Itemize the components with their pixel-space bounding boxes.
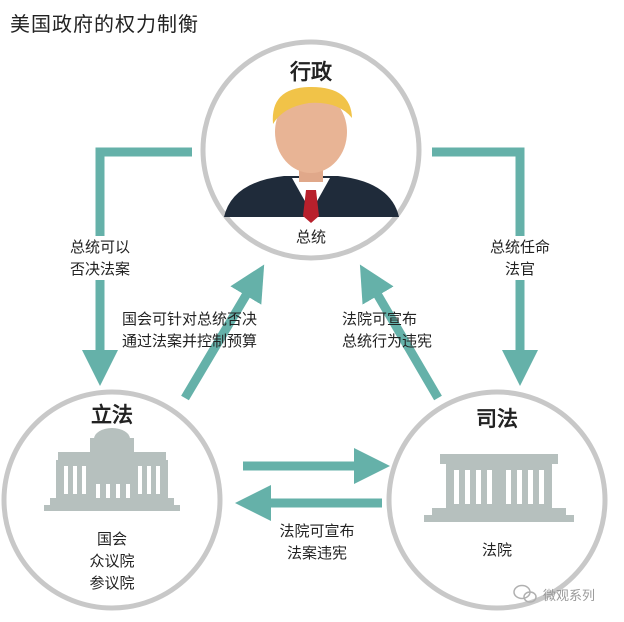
arrow-judicial-to-exec [359,264,442,401]
judicial-title: 司法 [476,407,518,431]
edge-label-exec-to-leg-1: 总统可以 [55,236,145,258]
legislative-sub-1: 国会 [96,530,127,548]
edge-label-jud-to-exec-1: 法院可宣布 [342,310,418,328]
edge-label-exec-to-leg-2: 否决法案 [55,258,145,280]
executive-title: 行政 [290,60,332,84]
president-portrait [224,86,399,223]
watermark-text: 微观系列 [543,589,596,604]
edge-label-exec-to-jud-2: 法官 [475,258,565,280]
diagram-title: 美国政府的权力制衡 [10,12,199,36]
executive-sub: 总统 [295,228,326,246]
arrow-exec-to-legislative [82,147,192,386]
edge-label-jud-to-leg-2: 法案违宪 [286,544,347,562]
edge-label-leg-to-exec-1: 国会可针对总统否决 [122,310,258,328]
judicial-sub: 法院 [481,541,512,559]
arrow-legislative-to-exec [181,264,265,401]
wechat-icon [513,584,537,603]
edge-label-leg-to-exec-2: 通过法案并控制预算 [122,332,258,350]
legislative-sub-3: 参议院 [89,574,135,592]
edge-label-jud-to-exec-2: 总统行为违宪 [342,332,433,350]
edge-label-exec-to-jud-1: 总统任命 [475,236,565,258]
arrow-exec-to-judicial [432,147,538,386]
edge-label-jud-to-leg-1: 法院可宣布 [279,522,355,540]
legislative-sub-2: 众议院 [89,552,135,570]
courthouse-building [424,454,574,522]
legislative-title: 立法 [91,403,133,427]
